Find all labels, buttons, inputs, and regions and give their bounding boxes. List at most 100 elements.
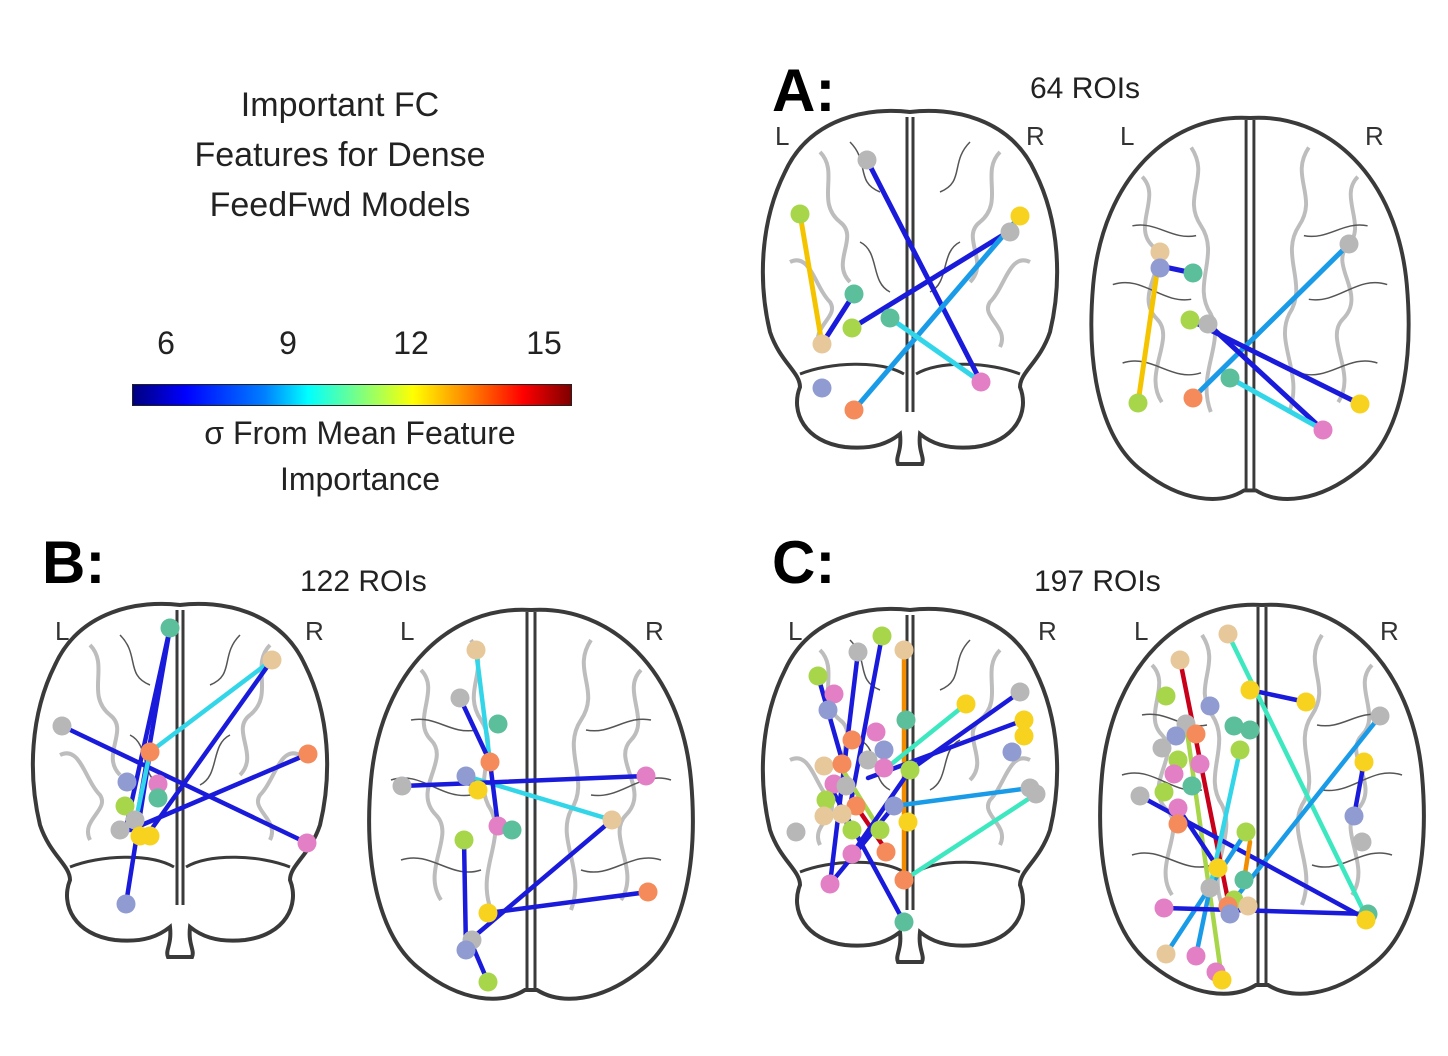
roi-node bbox=[110, 820, 130, 840]
panel-b-letter: B: bbox=[42, 529, 106, 596]
roi-node bbox=[1296, 692, 1316, 712]
roi-node bbox=[115, 796, 135, 816]
roi-node bbox=[1164, 764, 1184, 784]
roi-node bbox=[816, 790, 836, 810]
roi-node bbox=[1152, 738, 1172, 758]
roi-node bbox=[1339, 234, 1359, 254]
roi-node bbox=[1000, 222, 1020, 242]
roi-node bbox=[894, 912, 914, 932]
roi-node bbox=[1234, 870, 1254, 890]
roi-node bbox=[1208, 858, 1228, 878]
colorbar-tick: 6 bbox=[157, 325, 175, 361]
roi-node bbox=[1190, 754, 1210, 774]
roi-node bbox=[1183, 388, 1203, 408]
connection-edge bbox=[59, 723, 310, 846]
roi-node bbox=[1238, 896, 1258, 916]
panel-a-roi-count: 64 ROIs bbox=[1030, 72, 1141, 105]
connection-edge bbox=[851, 213, 1023, 413]
panel-c-coronal-right-label: R bbox=[1038, 616, 1057, 646]
connection-edge bbox=[1205, 321, 1326, 433]
roi-node bbox=[808, 666, 828, 686]
roi-node bbox=[298, 744, 318, 764]
roi-node bbox=[1220, 904, 1240, 924]
connection-edge bbox=[881, 701, 969, 773]
roi-node bbox=[478, 972, 498, 992]
panel-b-roi-count: 122 ROIs bbox=[300, 565, 427, 598]
panel-a-coronal-right-label: R bbox=[1026, 121, 1045, 151]
connection-edge bbox=[1161, 905, 1371, 917]
colorbar-label-line-2: Importance bbox=[279, 461, 441, 497]
roi-node bbox=[1150, 242, 1170, 262]
roi-node bbox=[812, 378, 832, 398]
colorbar-ticks: 6 9 12 15 bbox=[0, 325, 700, 365]
roi-node bbox=[140, 826, 160, 846]
roi-node bbox=[1002, 742, 1022, 762]
connection-edge bbox=[1187, 317, 1363, 407]
roi-node bbox=[468, 780, 488, 800]
colorbar bbox=[132, 384, 572, 406]
roi-node bbox=[814, 756, 834, 776]
panel-b-coronal-right-label: R bbox=[305, 616, 324, 646]
roi-node bbox=[1352, 832, 1372, 852]
panel-a-axial-outline bbox=[1089, 115, 1411, 501]
colorbar-label: σ From Mean Feature Importance bbox=[150, 410, 570, 502]
roi-node bbox=[874, 740, 894, 760]
roi-node bbox=[1220, 368, 1240, 388]
roi-node bbox=[842, 730, 862, 750]
connection-edge bbox=[487, 759, 501, 829]
roi-node bbox=[1182, 776, 1202, 796]
roi-node bbox=[876, 842, 896, 862]
roi-node bbox=[836, 776, 856, 796]
roi-node bbox=[140, 742, 160, 762]
roi-node bbox=[814, 806, 834, 826]
roi-node bbox=[874, 758, 894, 778]
connection-edge bbox=[1247, 687, 1309, 705]
connection-edge bbox=[849, 229, 1011, 331]
roi-node bbox=[1168, 798, 1188, 818]
panel-a-axial-left-label: L bbox=[1120, 121, 1134, 151]
roi-node bbox=[884, 796, 904, 816]
panel-c-axial-left-label: L bbox=[1134, 616, 1148, 646]
roi-node bbox=[842, 318, 862, 338]
panel-b-connections bbox=[59, 625, 651, 985]
colorbar-tick: 15 bbox=[526, 325, 562, 361]
roi-node bbox=[880, 308, 900, 328]
connection-edge bbox=[1231, 713, 1383, 903]
roi-node bbox=[1350, 394, 1370, 414]
roi-node bbox=[456, 940, 476, 960]
title-line-3: FeedFwd Models bbox=[209, 186, 471, 224]
roi-node bbox=[478, 903, 498, 923]
roi-node bbox=[636, 766, 656, 786]
panel-b-axial-left-label: L bbox=[400, 616, 414, 646]
roi-node bbox=[1198, 314, 1218, 334]
roi-node bbox=[1344, 806, 1364, 826]
connection-edge bbox=[819, 291, 857, 347]
connection-edge bbox=[843, 633, 885, 831]
roi-node bbox=[456, 766, 476, 786]
roi-node bbox=[1128, 393, 1148, 413]
connection-edge bbox=[135, 749, 153, 813]
roi-node bbox=[450, 688, 470, 708]
roi-node bbox=[602, 810, 622, 830]
roi-node bbox=[812, 334, 832, 354]
roi-node bbox=[148, 774, 168, 794]
roi-node bbox=[842, 820, 862, 840]
connection-edge bbox=[1193, 885, 1213, 959]
roi-node bbox=[1026, 784, 1046, 804]
roi-node bbox=[818, 700, 838, 720]
panel-c-axial-right-label: R bbox=[1380, 616, 1399, 646]
connection-edge bbox=[827, 803, 897, 887]
roi-node bbox=[894, 640, 914, 660]
title-line-1: Important FC bbox=[240, 86, 440, 124]
connection-edge bbox=[864, 157, 984, 385]
roi-node bbox=[1240, 680, 1260, 700]
connection-edge bbox=[901, 791, 1039, 883]
panel-a-nodes bbox=[790, 150, 1370, 440]
connection-edge bbox=[399, 773, 649, 789]
connection-edge bbox=[1227, 375, 1326, 433]
roi-node bbox=[1212, 970, 1232, 990]
panel-c-roi-count: 197 ROIs bbox=[1034, 565, 1161, 598]
panel-a-coronal-outline bbox=[760, 108, 1060, 467]
roi-node bbox=[1170, 650, 1190, 670]
